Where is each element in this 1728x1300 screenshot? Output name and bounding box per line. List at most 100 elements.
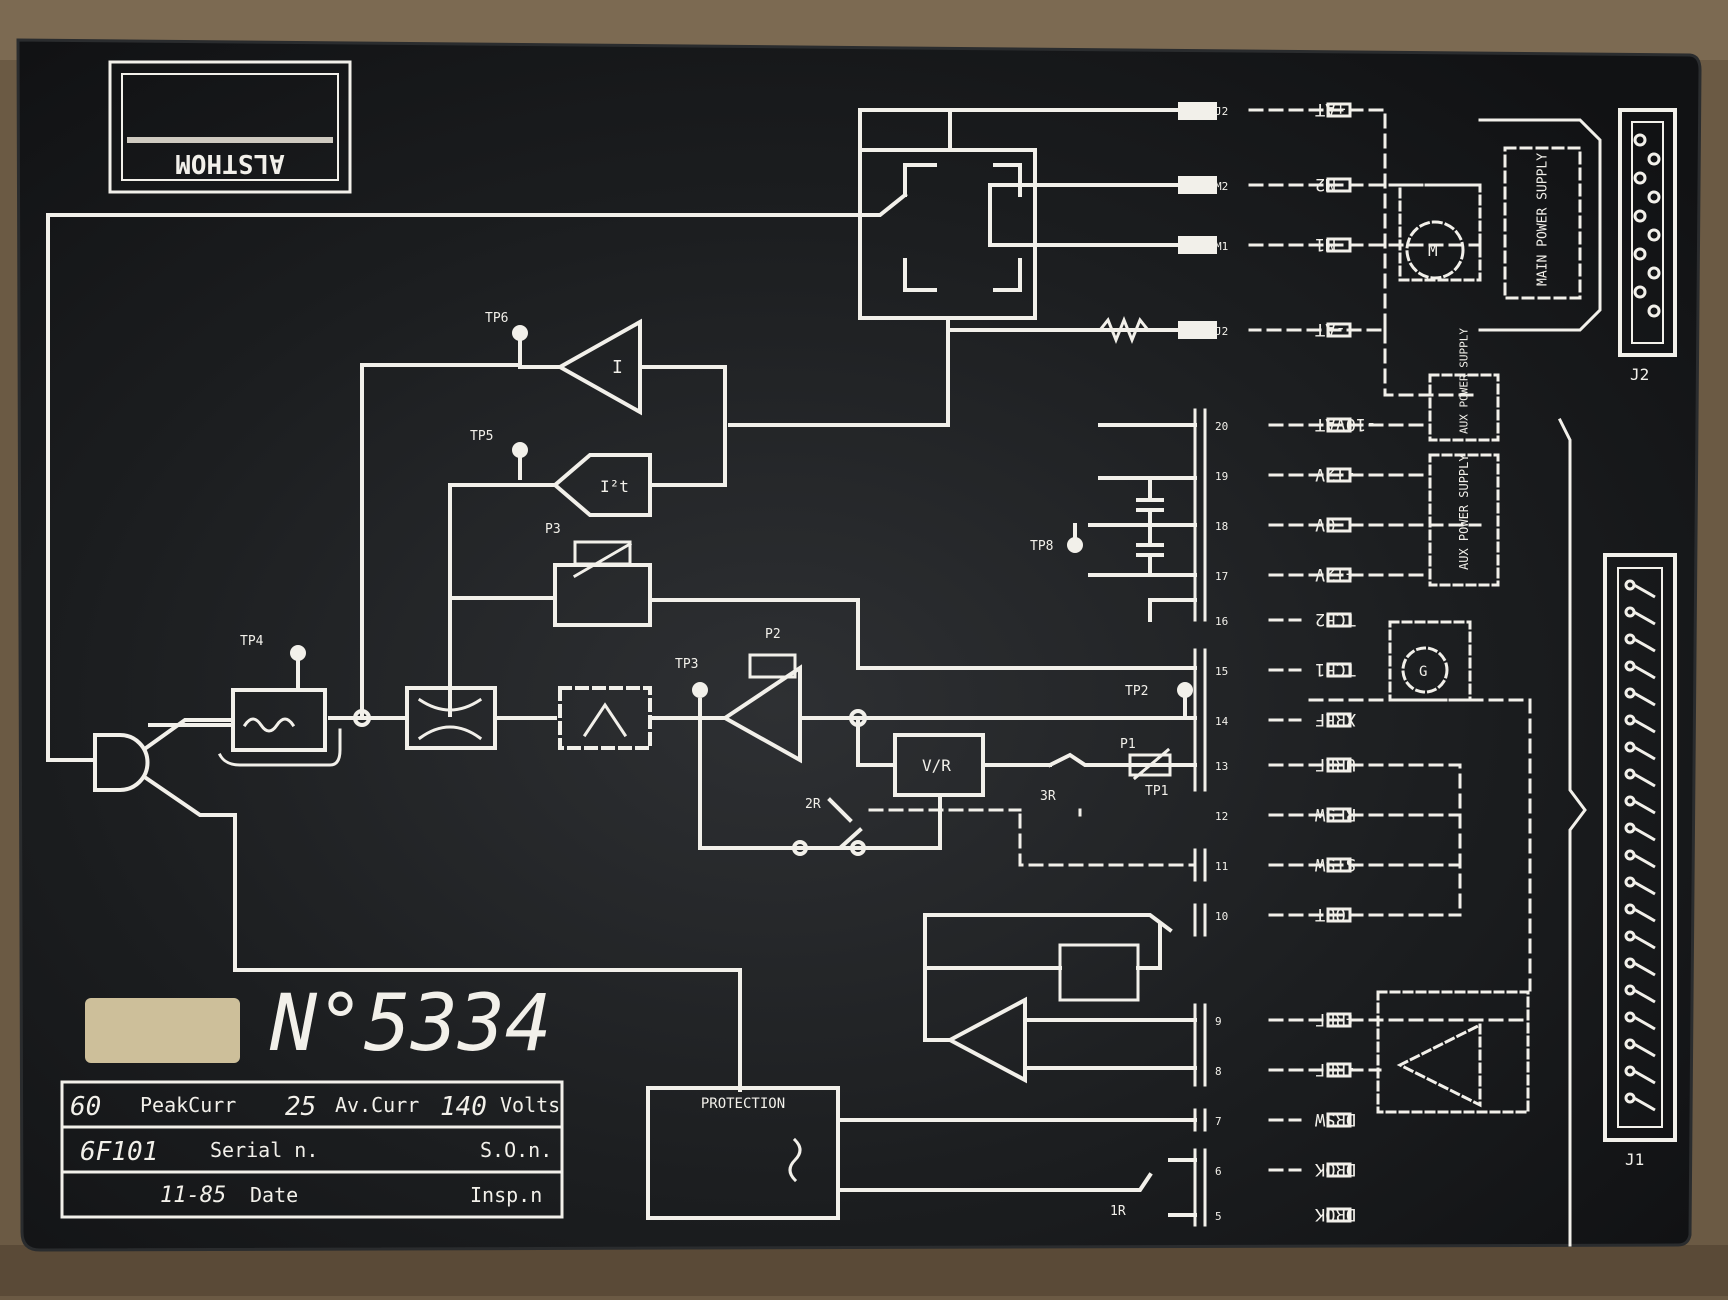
relay-3r-label: 3R: [1040, 789, 1056, 804]
schematic-lines: [46, 60, 1677, 1247]
protection-block: [646, 1086, 840, 1220]
volts-value: 140: [440, 1092, 487, 1122]
tp4-filter-block: [231, 688, 327, 752]
avcurr-label: Av.Curr: [335, 1093, 419, 1117]
tacho-symbol: [1401, 646, 1449, 694]
terminal-plug-symbol: [1326, 712, 1352, 728]
logo-box: [108, 60, 352, 194]
p2-label: P2: [765, 627, 781, 642]
protection-label: PROTECTION: [701, 1096, 785, 1112]
son-label: S.O.n.: [480, 1138, 552, 1162]
logo-text: ALSTHOM: [175, 148, 285, 178]
tp5-label: TP5: [470, 429, 493, 444]
bench-bottom-strip: [0, 1245, 1728, 1296]
j2-connector: [1618, 108, 1677, 357]
handwritten-number: N°5334: [269, 979, 552, 1069]
amp-i2t-label: I²t: [600, 477, 629, 496]
terminal-pin-number: J2: [1215, 105, 1228, 118]
inspn-label: Insp.n: [470, 1183, 542, 1207]
j1-pin-contact: [1633, 610, 1656, 626]
relay-1r-label: 1R: [1110, 1204, 1126, 1219]
main-power-supply-box: [1503, 146, 1582, 300]
tp6-label: TP6: [485, 311, 508, 326]
j1-connector: [1603, 553, 1677, 1142]
peakcurr-label: PeakCurr: [140, 1093, 236, 1117]
aux-power-supply-box-1: [1428, 373, 1500, 442]
input-gate: [93, 733, 150, 792]
terminal-pin-number: 16: [1215, 615, 1228, 628]
terminal-plug-symbol: [1326, 662, 1352, 678]
j1-pin-contact: [1633, 1069, 1656, 1085]
terminal-plug-symbol: [1326, 567, 1352, 583]
terminal-plug-symbol: [1326, 237, 1352, 253]
j1-pin-contact: [1633, 826, 1656, 842]
motor-label: M: [1428, 241, 1438, 260]
j1-pin-contact: [1633, 718, 1656, 734]
j2-pin: [1647, 266, 1661, 280]
j2-pin: [1633, 247, 1647, 261]
terminal-pin-number: 19: [1215, 470, 1228, 483]
j1-pin-contact: [1633, 907, 1656, 923]
j2-pin: [1633, 209, 1647, 223]
j1-pin-contact: [1633, 691, 1656, 707]
terminal-pin-number: 9: [1215, 1015, 1222, 1028]
amp-i2t-block: [551, 453, 652, 517]
aux-power-supply-2-label: AUX POWER SUPPLY: [1457, 454, 1471, 570]
terminal-plug-symbol: [1326, 417, 1352, 433]
j2-label: J2: [1630, 365, 1649, 384]
aux-power-supply-box-2: [1428, 453, 1500, 587]
terminal-pin-number: 7: [1215, 1115, 1222, 1128]
j1-pin-contact: [1633, 637, 1656, 653]
terminal-plug-symbol: [1326, 102, 1352, 118]
terminal-pin-number: 11: [1215, 860, 1228, 873]
j2-pin: [1633, 133, 1647, 147]
terminal-pin-number: 17: [1215, 570, 1228, 583]
terminal-plug-symbol: [1326, 612, 1352, 628]
aux-power-supply-1-label: AUX POWER SUPPLY: [1458, 328, 1471, 434]
terminal-plug-symbol: [1326, 807, 1352, 823]
main-power-supply-label: MAIN POWER SUPPLY: [1536, 153, 1551, 286]
terminal-plug-symbol: [1326, 1207, 1352, 1223]
serial-value: 6F101: [80, 1137, 158, 1167]
v-r-label: V/R: [922, 756, 951, 775]
j1-pin-contact: [1633, 853, 1656, 869]
terminal-pin-number: M2: [1215, 180, 1228, 193]
p1-label: P1: [1120, 737, 1136, 752]
terminal-pin-number: 6: [1215, 1165, 1222, 1178]
tp1-label: TP1: [1145, 784, 1168, 799]
tp2-label: TP2: [1125, 684, 1148, 699]
p3-label: P3: [545, 522, 561, 537]
terminal-plug-symbol: [1326, 907, 1352, 923]
j1-pin-contact: [1633, 1042, 1656, 1058]
serial-label: Serial n.: [210, 1138, 318, 1162]
terminal-pin-number: 13: [1215, 760, 1228, 773]
j1-pin-contact: [1633, 1096, 1656, 1112]
terminal-plug-symbol: [1326, 857, 1352, 873]
peakcurr-value: 60: [70, 1092, 101, 1122]
terminal-pin-number: 20: [1215, 420, 1228, 433]
date-value: 11-85: [160, 1183, 226, 1208]
j2-pin: [1647, 228, 1661, 242]
terminal-plug-symbol: [1326, 1062, 1352, 1078]
j2-pin: [1647, 304, 1661, 318]
bottom-amplifier: [945, 996, 1027, 1084]
terminal-plug-symbol: [1326, 1012, 1352, 1028]
j1-pin-contact: [1633, 880, 1656, 896]
j2-pin: [1633, 285, 1647, 299]
j1-label: J1: [1625, 1150, 1644, 1169]
terminal-pin-number: 14: [1215, 715, 1229, 728]
masking-tape: [85, 998, 240, 1063]
j1-pin-contact: [1633, 988, 1656, 1004]
terminal-plug-symbol: [1326, 517, 1352, 533]
j1-pin-contact: [1633, 934, 1656, 950]
j1-pin-contact: [1633, 1015, 1656, 1031]
terminal-plug-symbol: [1326, 467, 1352, 483]
terminal-plug-symbol: [1326, 1162, 1352, 1178]
j1-pin-contact: [1633, 772, 1656, 788]
terminal-pin-number: J2: [1215, 325, 1228, 338]
j1-pin-contact: [1633, 664, 1656, 680]
j1-pin-contact: [1633, 961, 1656, 977]
relay-2r-label: 2R: [805, 797, 821, 812]
j2-pins: [1633, 133, 1661, 318]
